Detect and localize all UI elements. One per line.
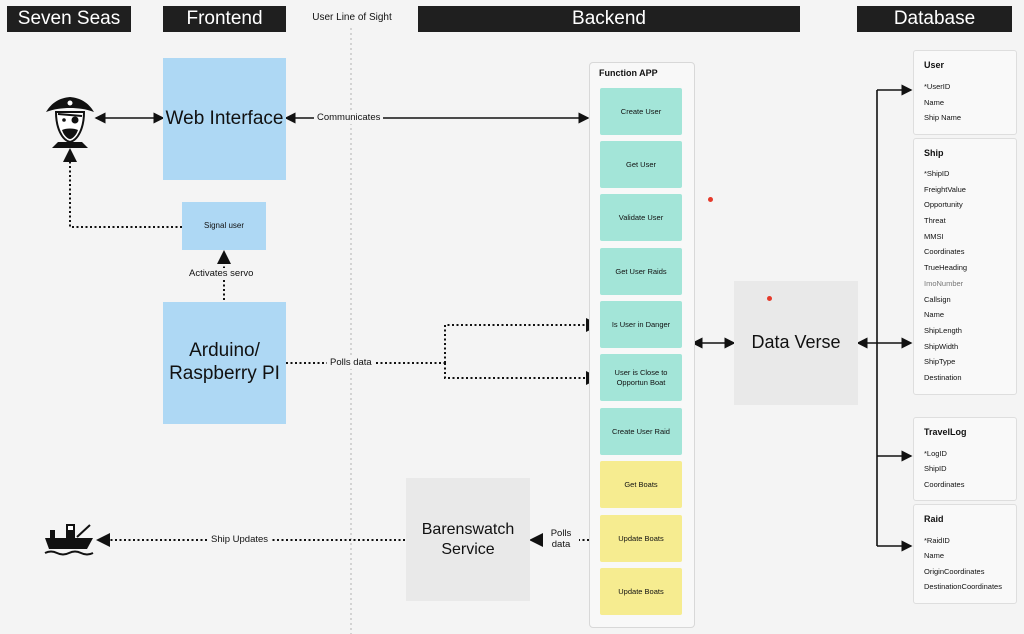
table-field: ImoNumber xyxy=(924,279,964,288)
pirate-icon xyxy=(46,97,94,148)
polls-data-label: Polls data xyxy=(327,357,375,369)
table-field: ShipType xyxy=(924,357,956,366)
ship-updates-label: Ship Updates xyxy=(208,534,272,546)
function-create-user-raid[interactable]: Create User Raid xyxy=(600,408,682,455)
function-create-user[interactable]: Create User xyxy=(600,88,682,135)
table-field: TrueHeading xyxy=(924,263,968,272)
table-field: ShipID xyxy=(924,464,947,473)
ship-icon xyxy=(44,524,94,556)
table-field: FreightValue xyxy=(924,185,966,194)
db-table-travellog[interactable]: TravelLog *LogID ShipID Coordinates xyxy=(913,417,1017,501)
db-table-user[interactable]: User *UserID Name Ship Name xyxy=(913,50,1017,135)
table-title: Raid xyxy=(924,514,944,524)
signal-user-box[interactable]: Signal user xyxy=(182,202,266,250)
db-table-raid[interactable]: Raid *RaidID Name OriginCoordinates Dest… xyxy=(913,504,1017,604)
table-field: Callsign xyxy=(924,295,951,304)
table-field: MMSI xyxy=(924,232,944,241)
function-user-close-to-boat[interactable]: User is Close to Opportun Boat xyxy=(600,354,682,401)
table-field: Ship Name xyxy=(924,113,962,122)
table-field: DestinationCoordinates xyxy=(924,582,1002,591)
table-field: *UserID xyxy=(924,82,951,91)
function-validate-user[interactable]: Validate User xyxy=(600,194,682,241)
web-interface-box[interactable]: Web Interface xyxy=(163,58,286,180)
table-field: ShipLength xyxy=(924,326,962,335)
barenswatch-box[interactable]: Barenswatch Service xyxy=(406,478,530,601)
red-dot-marker xyxy=(767,296,772,301)
table-field: *LogID xyxy=(924,449,947,458)
function-is-user-in-danger[interactable]: Is User in Danger xyxy=(600,301,682,348)
header-database: Database xyxy=(857,6,1012,32)
signal-user-arrow xyxy=(63,148,182,228)
function-app-title: Function APP xyxy=(599,68,658,78)
polls-danger-arrow xyxy=(444,318,600,363)
table-field: *ShipID xyxy=(924,169,950,178)
activates-servo-label: Activates servo xyxy=(186,268,257,280)
table-title: User xyxy=(924,60,945,70)
table-field: Opportunity xyxy=(924,200,963,209)
table-title: Ship xyxy=(924,148,944,158)
header-frontend: Frontend xyxy=(163,6,286,32)
header-seven-seas: Seven Seas xyxy=(7,6,131,32)
function-get-boats[interactable]: Get Boats xyxy=(600,461,682,508)
table-field: Threat xyxy=(924,216,946,225)
communicates-label: Communicates xyxy=(314,112,384,124)
table-field: Coordinates xyxy=(924,247,965,256)
table-field: OriginCoordinates xyxy=(924,567,985,576)
red-dot-marker xyxy=(708,197,713,202)
polls-close-arrow xyxy=(444,363,600,385)
data-verse-box[interactable]: Data Verse xyxy=(734,281,858,405)
table-field: Name xyxy=(924,551,945,560)
function-update-boats[interactable]: Update Boats xyxy=(600,515,682,562)
table-field: Name xyxy=(924,310,945,319)
table-field: Destination xyxy=(924,373,962,382)
db-table-ship[interactable]: Ship *ShipID FreightValue Opportunity Th… xyxy=(913,138,1017,395)
arduino-box[interactable]: Arduino/ Raspberry PI xyxy=(163,302,286,424)
function-get-user-raids[interactable]: Get User Raids xyxy=(600,248,682,295)
table-field: *RaidID xyxy=(924,536,950,545)
function-get-user[interactable]: Get User xyxy=(600,141,682,188)
polls-data-label-2: Polls data xyxy=(543,528,579,550)
line-of-sight-label: User Line of Sight xyxy=(312,12,392,23)
header-backend: Backend xyxy=(418,6,800,32)
table-field: ShipWidth xyxy=(924,342,959,351)
function-update-boats-2[interactable]: Update Boats xyxy=(600,568,682,615)
table-title: TravelLog xyxy=(924,427,967,437)
table-field: Name xyxy=(924,98,945,107)
table-field: Coordinates xyxy=(924,480,965,489)
